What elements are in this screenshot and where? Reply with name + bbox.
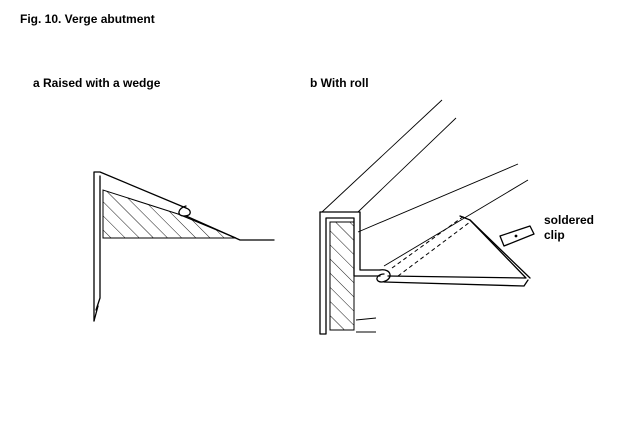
bottom-sheet [383, 279, 529, 287]
callout-line-2: clip [544, 228, 565, 242]
panel-b-caption: b With roll [310, 76, 369, 90]
panel-b-drawing [319, 99, 535, 335]
flashing-inner-leg [95, 175, 101, 311]
roof-edge-line-3 [357, 163, 519, 233]
roof-edge-line-2 [321, 99, 443, 213]
panel-a-drawing [93, 171, 275, 322]
panel-a-caption: a Raised with a wedge [33, 76, 161, 90]
clip-fold-inner [469, 219, 531, 279]
hidden-edge-2 [397, 221, 471, 277]
timber-wedge [102, 189, 237, 239]
figure-title: Fig. 10. Verge abutment [20, 12, 155, 26]
undercloak-sheet [185, 215, 275, 241]
roof-edge-line-1 [357, 117, 457, 213]
clip-solder-dot [514, 234, 518, 238]
clip-fold [387, 215, 527, 279]
roof-edge-line-4 [383, 179, 529, 267]
flashing-drip [93, 305, 99, 322]
upstand-outline [319, 211, 381, 271]
soldered-clip-label: soldered clip [544, 213, 594, 243]
roof-edge-line-6 [355, 317, 377, 321]
timber-batten [329, 221, 355, 331]
soldered-clip [499, 225, 535, 247]
callout-line-1: soldered [544, 213, 595, 227]
roll-seam [376, 269, 391, 283]
flashing-outer [93, 171, 187, 322]
hidden-edge-1 [391, 215, 465, 269]
